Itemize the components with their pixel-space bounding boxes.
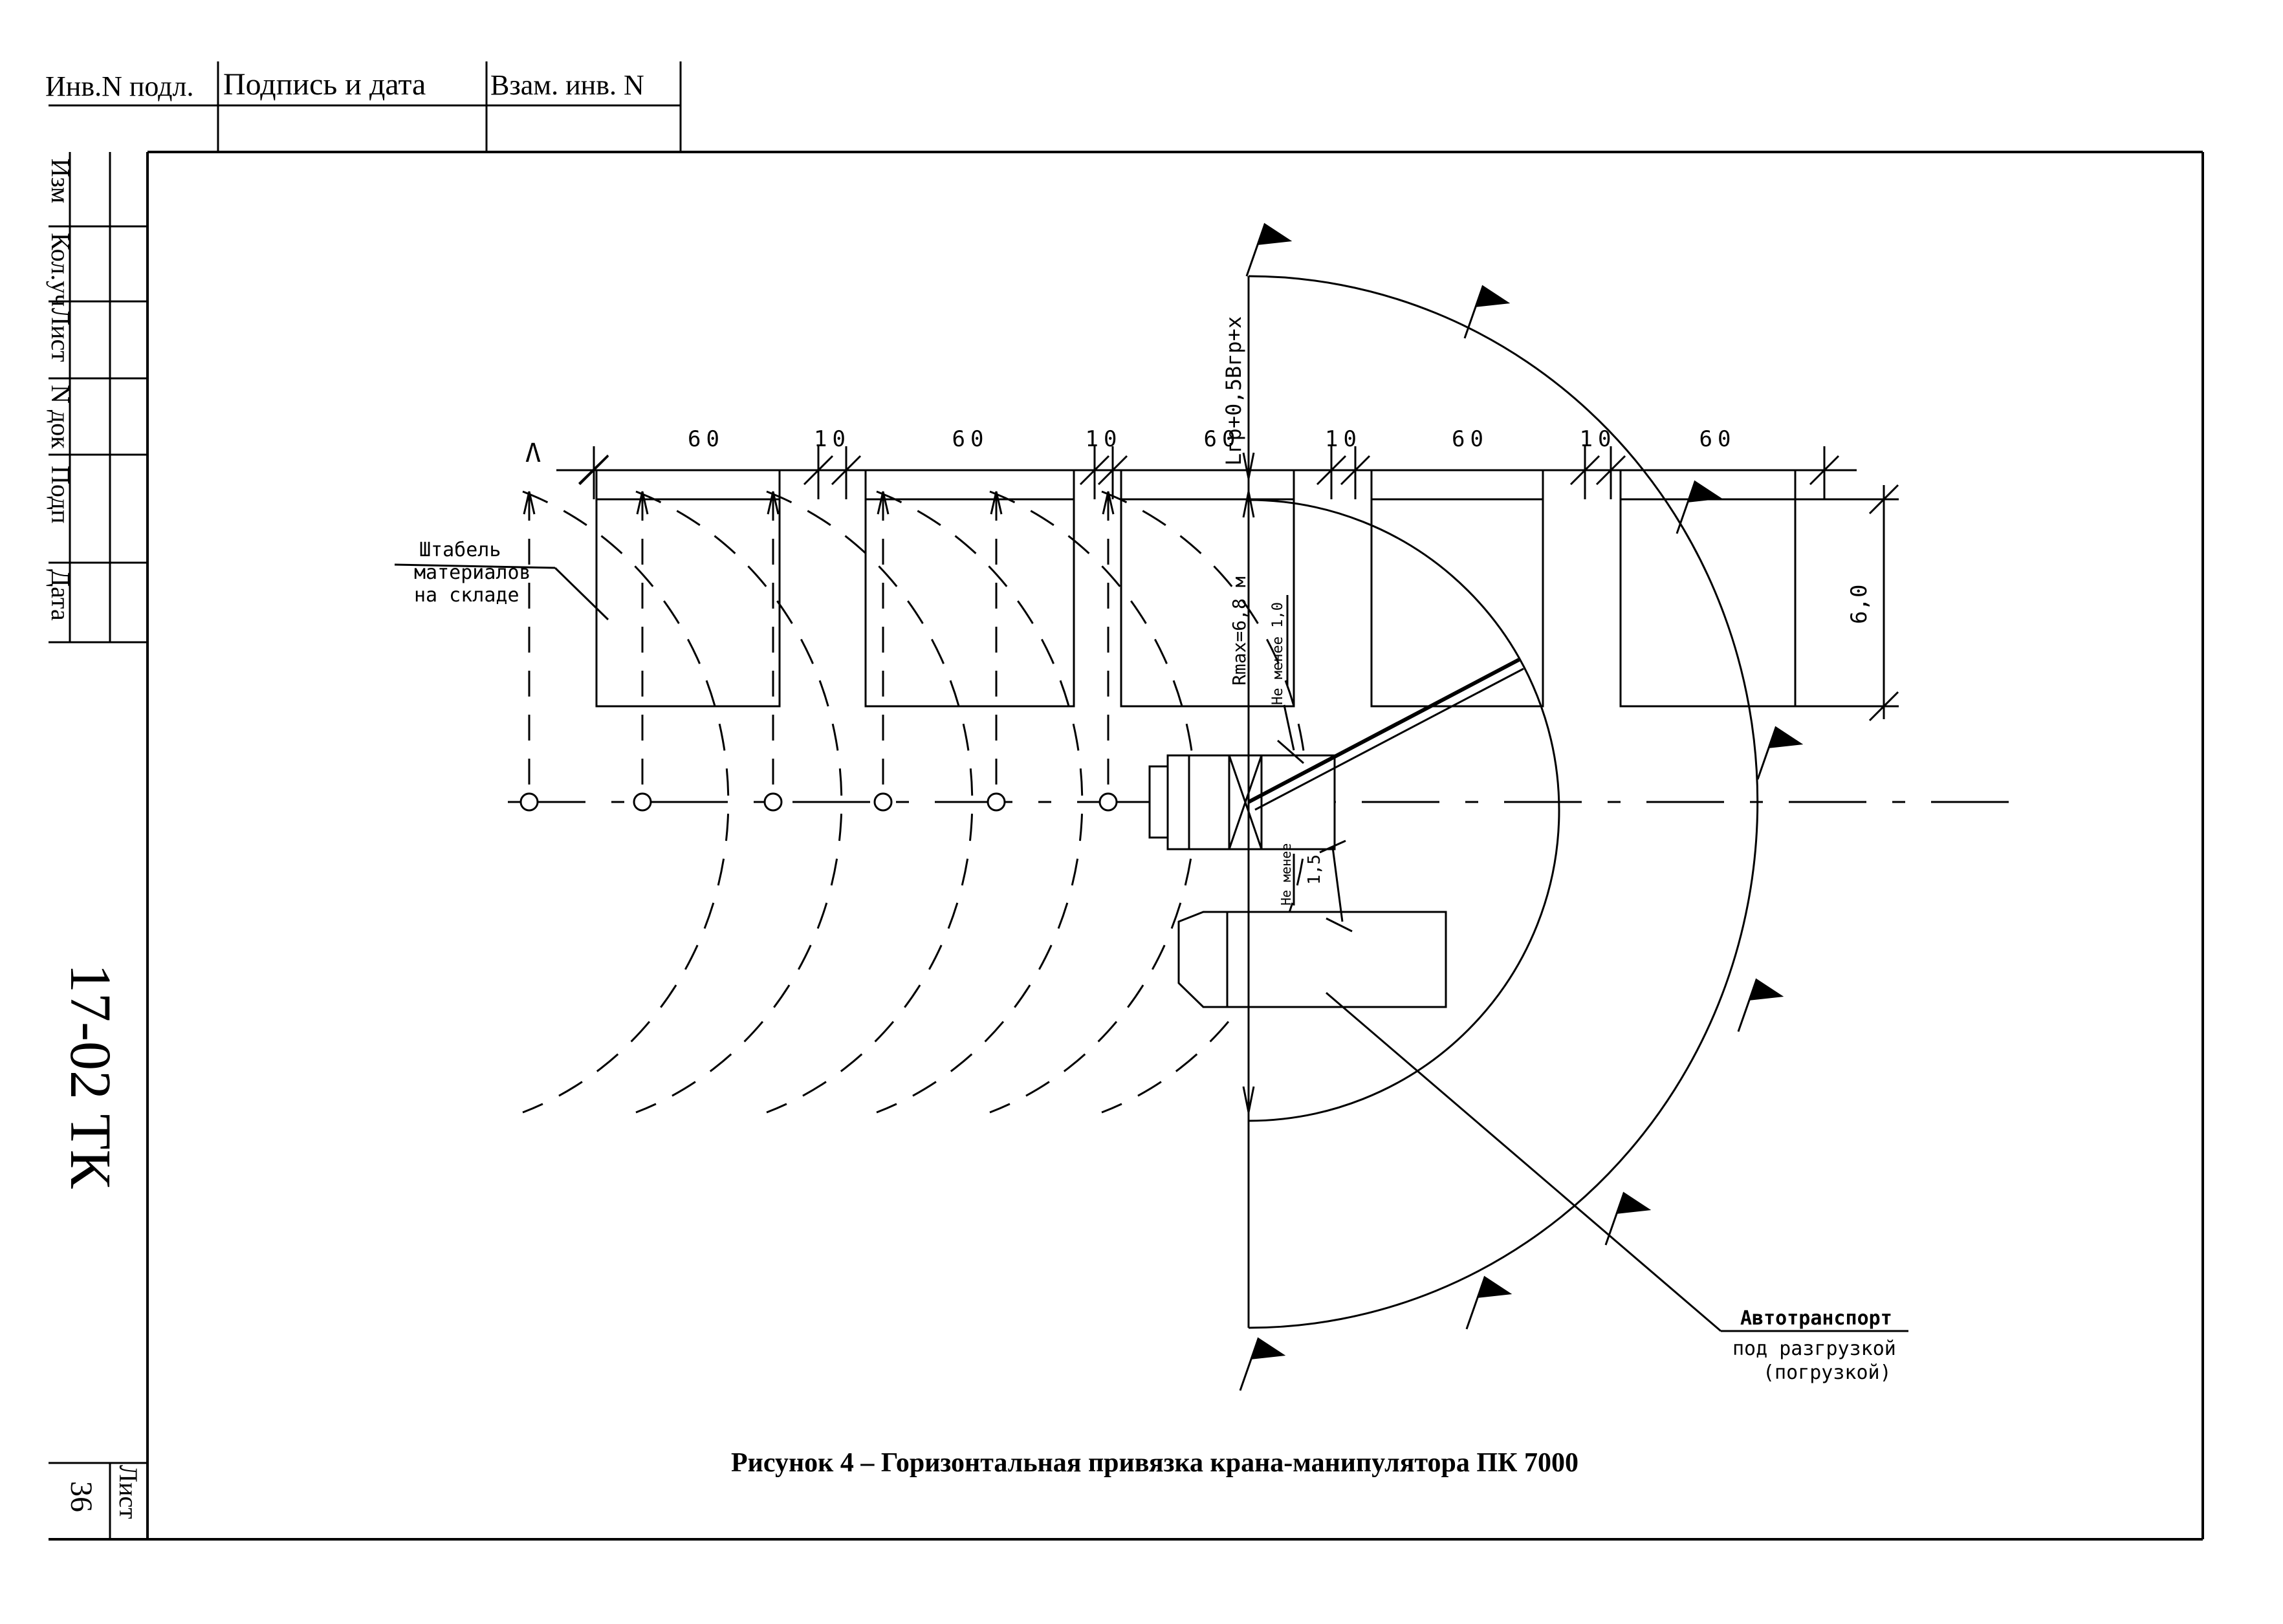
left-dimension-mark: Λ <box>525 438 541 468</box>
crane-boom <box>1247 658 1520 804</box>
stamp-cell-inv-podl: Инв.N подл. <box>45 70 194 102</box>
flag-2 <box>1476 285 1511 307</box>
stamp-cell-podpis-data: Подпись и дата <box>223 67 426 102</box>
dimension-depth-label: 6,0 <box>1846 585 1872 624</box>
side-cell-kol-uch: Кол.уч <box>46 233 75 307</box>
stack-2 <box>864 498 1075 708</box>
dimension-label-7: 60 <box>1452 426 1489 452</box>
dimension-label-1: 60 <box>688 426 725 452</box>
dimension-label-9: 60 <box>1699 426 1736 452</box>
leader-lines <box>394 563 1908 1332</box>
clearance-marks <box>1277 595 1353 933</box>
side-cell-data: Дата <box>46 569 75 621</box>
dimension-label-8: 10 <box>1580 426 1617 452</box>
figure-caption: Рисунок 4 – Горизонтальная привязка кран… <box>731 1448 1578 1478</box>
stack-4 <box>1370 498 1544 708</box>
rmax-label: Rmax=6,8 м <box>1229 576 1250 686</box>
sheet-number: 36 <box>64 1481 98 1512</box>
dimension-labels: 60 10 60 10 60 10 60 10 60 <box>688 426 1736 452</box>
stop-arrow-2 <box>636 491 649 515</box>
stack-label-line-2: материалов <box>414 561 531 584</box>
stop-arrow-4 <box>877 491 890 515</box>
flag-7 <box>1478 1275 1513 1298</box>
stop-circle-5 <box>987 792 1006 812</box>
flag-1 <box>1258 222 1293 245</box>
side-stamp-table <box>49 152 147 1539</box>
side-cell-izm: Изм <box>46 158 75 203</box>
reach-dimension-label: Lгр+0,5Bгр+х <box>1221 316 1246 466</box>
sheet-frame <box>49 151 2204 1541</box>
side-cell-podp: Подп <box>46 466 75 524</box>
crane-manipulator <box>1148 658 1524 850</box>
min-clearance-2-text: Не менее <box>1278 843 1294 905</box>
sheet-label: Лист <box>114 1465 143 1519</box>
truck-label-line-3: (погрузкой) <box>1763 1361 1892 1384</box>
stop-circle-2 <box>633 792 652 812</box>
boundary-flags <box>1239 222 1804 1391</box>
truck-label-line-1: Автотранспорт <box>1740 1307 1892 1330</box>
truck-body <box>1226 911 1447 1008</box>
dimension-label-3: 60 <box>952 426 989 452</box>
document-code: 17-02 ТК <box>58 964 122 1189</box>
dimension-label-4: 10 <box>1086 426 1122 452</box>
top-dimension-line <box>556 446 1857 499</box>
dimension-label-5: 60 <box>1204 426 1241 452</box>
stop-circle-6 <box>1098 792 1118 812</box>
reach-dimension <box>1242 276 1255 1328</box>
truck-label-line-2: под разгрузкой <box>1732 1337 1896 1360</box>
stop-arrow-5 <box>990 491 1003 515</box>
stack-5 <box>1619 498 1797 708</box>
truck-cab <box>1177 911 1227 1008</box>
truck <box>1177 911 1447 1008</box>
stack-3 <box>1120 498 1295 708</box>
min-clearance-1: Не менее 1,0 <box>1270 602 1286 705</box>
crane-stop-positions <box>519 491 1118 812</box>
crane-cab <box>1148 765 1169 839</box>
flag-8 <box>1251 1337 1286 1359</box>
side-cell-list: Лист <box>46 308 75 362</box>
stamp-cell-vzam-inv: Взам. инв. N <box>490 69 644 101</box>
stop-arrow-6 <box>1102 491 1115 515</box>
stop-circle-3 <box>763 792 783 812</box>
flag-3 <box>1688 480 1723 503</box>
stack-label-line-1: Штабель <box>419 539 501 561</box>
flag-6 <box>1617 1191 1652 1214</box>
side-cell-n-dok: N док <box>46 385 75 449</box>
stop-arrow-3 <box>767 491 780 515</box>
stop-circle-1 <box>519 792 539 812</box>
stop-circle-4 <box>873 792 893 812</box>
top-stamp-table <box>49 61 682 151</box>
dimension-label-2: 10 <box>814 426 851 452</box>
flag-5 <box>1749 978 1784 1001</box>
stack-1 <box>595 498 781 708</box>
dimension-tick-marks <box>578 446 1840 499</box>
dimension-label-6: 10 <box>1325 426 1362 452</box>
stop-arrow-1 <box>523 491 536 515</box>
min-clearance-2-value: 1,5 <box>1305 854 1324 885</box>
stack-label-line-3: на складе <box>414 584 519 607</box>
flag-4 <box>1769 726 1804 748</box>
